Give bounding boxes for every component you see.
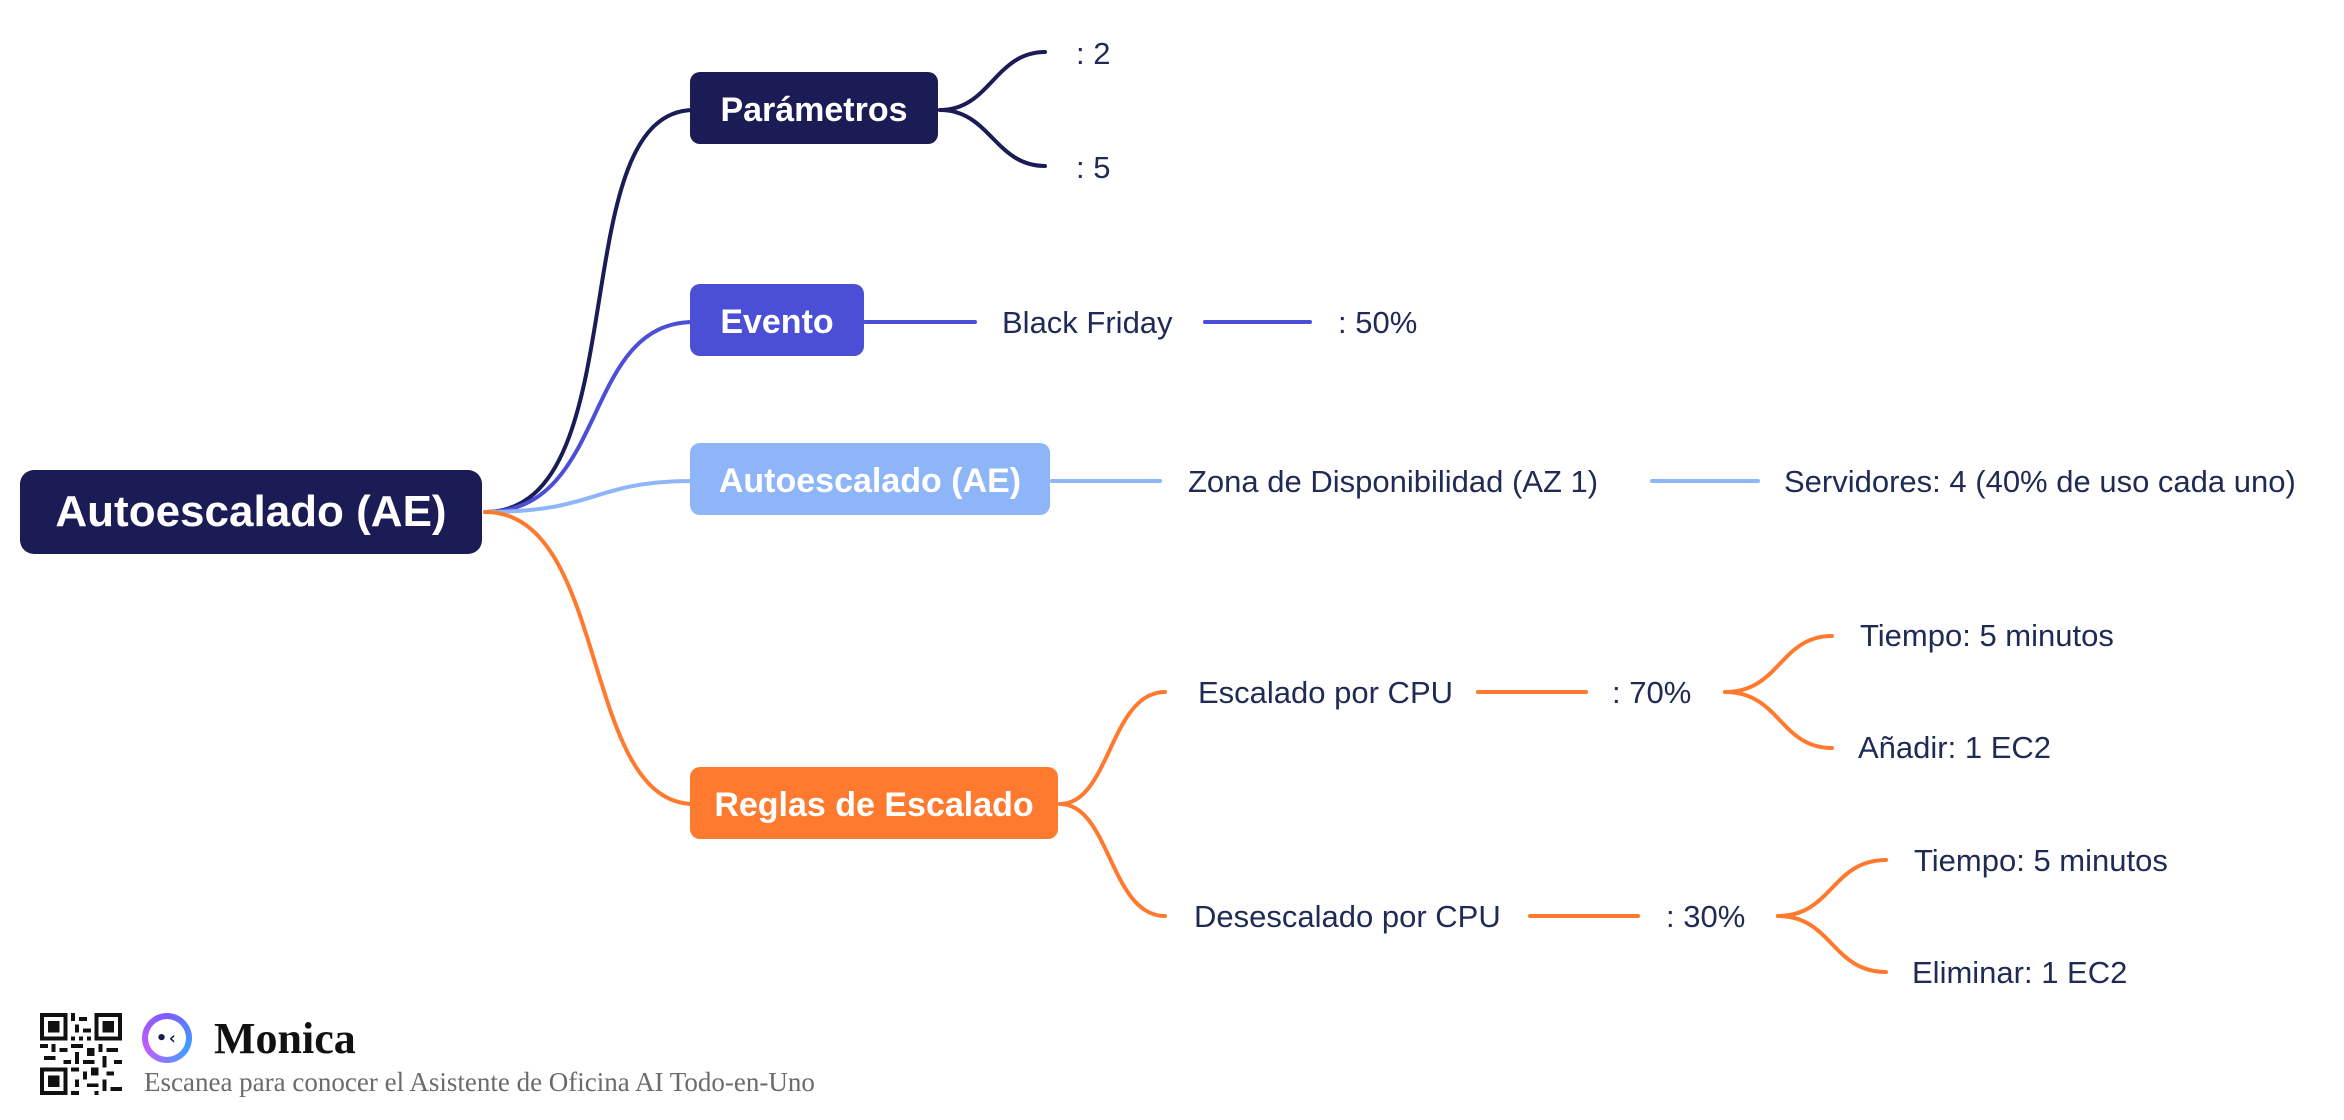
connector-root-evento [483,320,696,514]
branch-node-reglas[interactable]: Reglas de Escalado [690,767,1058,839]
branch-node-reglas-label: Reglas de Escalado [714,786,1033,824]
desescalado-eliminar: Eliminar: 1 EC2 [1912,955,2127,990]
connector-70-anadir [1723,690,1834,750]
escalado-tiempo: Tiempo: 5 minutos [1860,618,2114,653]
root-node-label: Autoescalado (AE) [55,487,446,536]
brand-tagline: Escanea para conocer el Asistente de Ofi… [144,1067,815,1097]
parametros-value-2: : 2 [1076,36,1110,71]
connector-reglas-escalado [1058,690,1167,806]
desescalado-threshold: : 30% [1666,899,1745,934]
branch-node-autoescalado-label: Autoescalado (AE) [719,462,1021,500]
connector-root-autoescalado [483,479,696,514]
footer-watermark: •‹ Monica Escanea para conocer el Asiste… [40,1013,1040,1113]
connector-30-eliminar [1776,914,1888,974]
branch-node-evento[interactable]: Evento [690,284,864,356]
branch-node-parametros-box [690,72,938,144]
branch-node-evento-label: Evento [720,303,833,341]
escalado-cpu: Escalado por CPU [1198,675,1453,710]
connector-root-reglas [483,510,696,806]
branch-node-evento-box [690,284,864,356]
qr-code-icon[interactable] [40,1013,122,1095]
root-node[interactable]: Autoescalado (AE) [20,470,482,554]
brand-name: Monica [214,1014,356,1063]
escalado-threshold: : 70% [1612,675,1691,710]
connectors [483,50,1888,974]
branch-node-reglas-box [690,767,1058,839]
evento-black-friday: Black Friday [1002,305,1173,340]
parametros-value-5: : 5 [1076,150,1110,185]
branch-node-autoescalado[interactable]: Autoescalado (AE) [690,443,1050,515]
connector-parametros-5 [938,108,1047,168]
branch-node-parametros-label: Parámetros [720,91,907,129]
zona-disponibilidad: Zona de Disponibilidad (AZ 1) [1188,464,1598,499]
desescalado-cpu: Desescalado por CPU [1194,899,1501,934]
desescalado-tiempo: Tiempo: 5 minutos [1914,843,2168,878]
connector-root-parametros [483,108,696,514]
root-node-box [20,470,482,554]
servidores-info: Servidores: 4 (40% de uso cada uno) [1784,464,2296,499]
connector-30-tiempo [1776,858,1888,918]
monica-logo-icon: •‹ [142,1013,192,1063]
connector-reglas-desescalado [1058,802,1167,918]
connector-70-tiempo [1723,634,1834,694]
connector-parametros-2 [938,50,1047,112]
escalado-anadir: Añadir: 1 EC2 [1858,730,2051,765]
branch-node-autoescalado-box [690,443,1050,515]
evento-percent: : 50% [1338,305,1417,340]
branch-node-parametros[interactable]: Parámetros [690,72,938,144]
